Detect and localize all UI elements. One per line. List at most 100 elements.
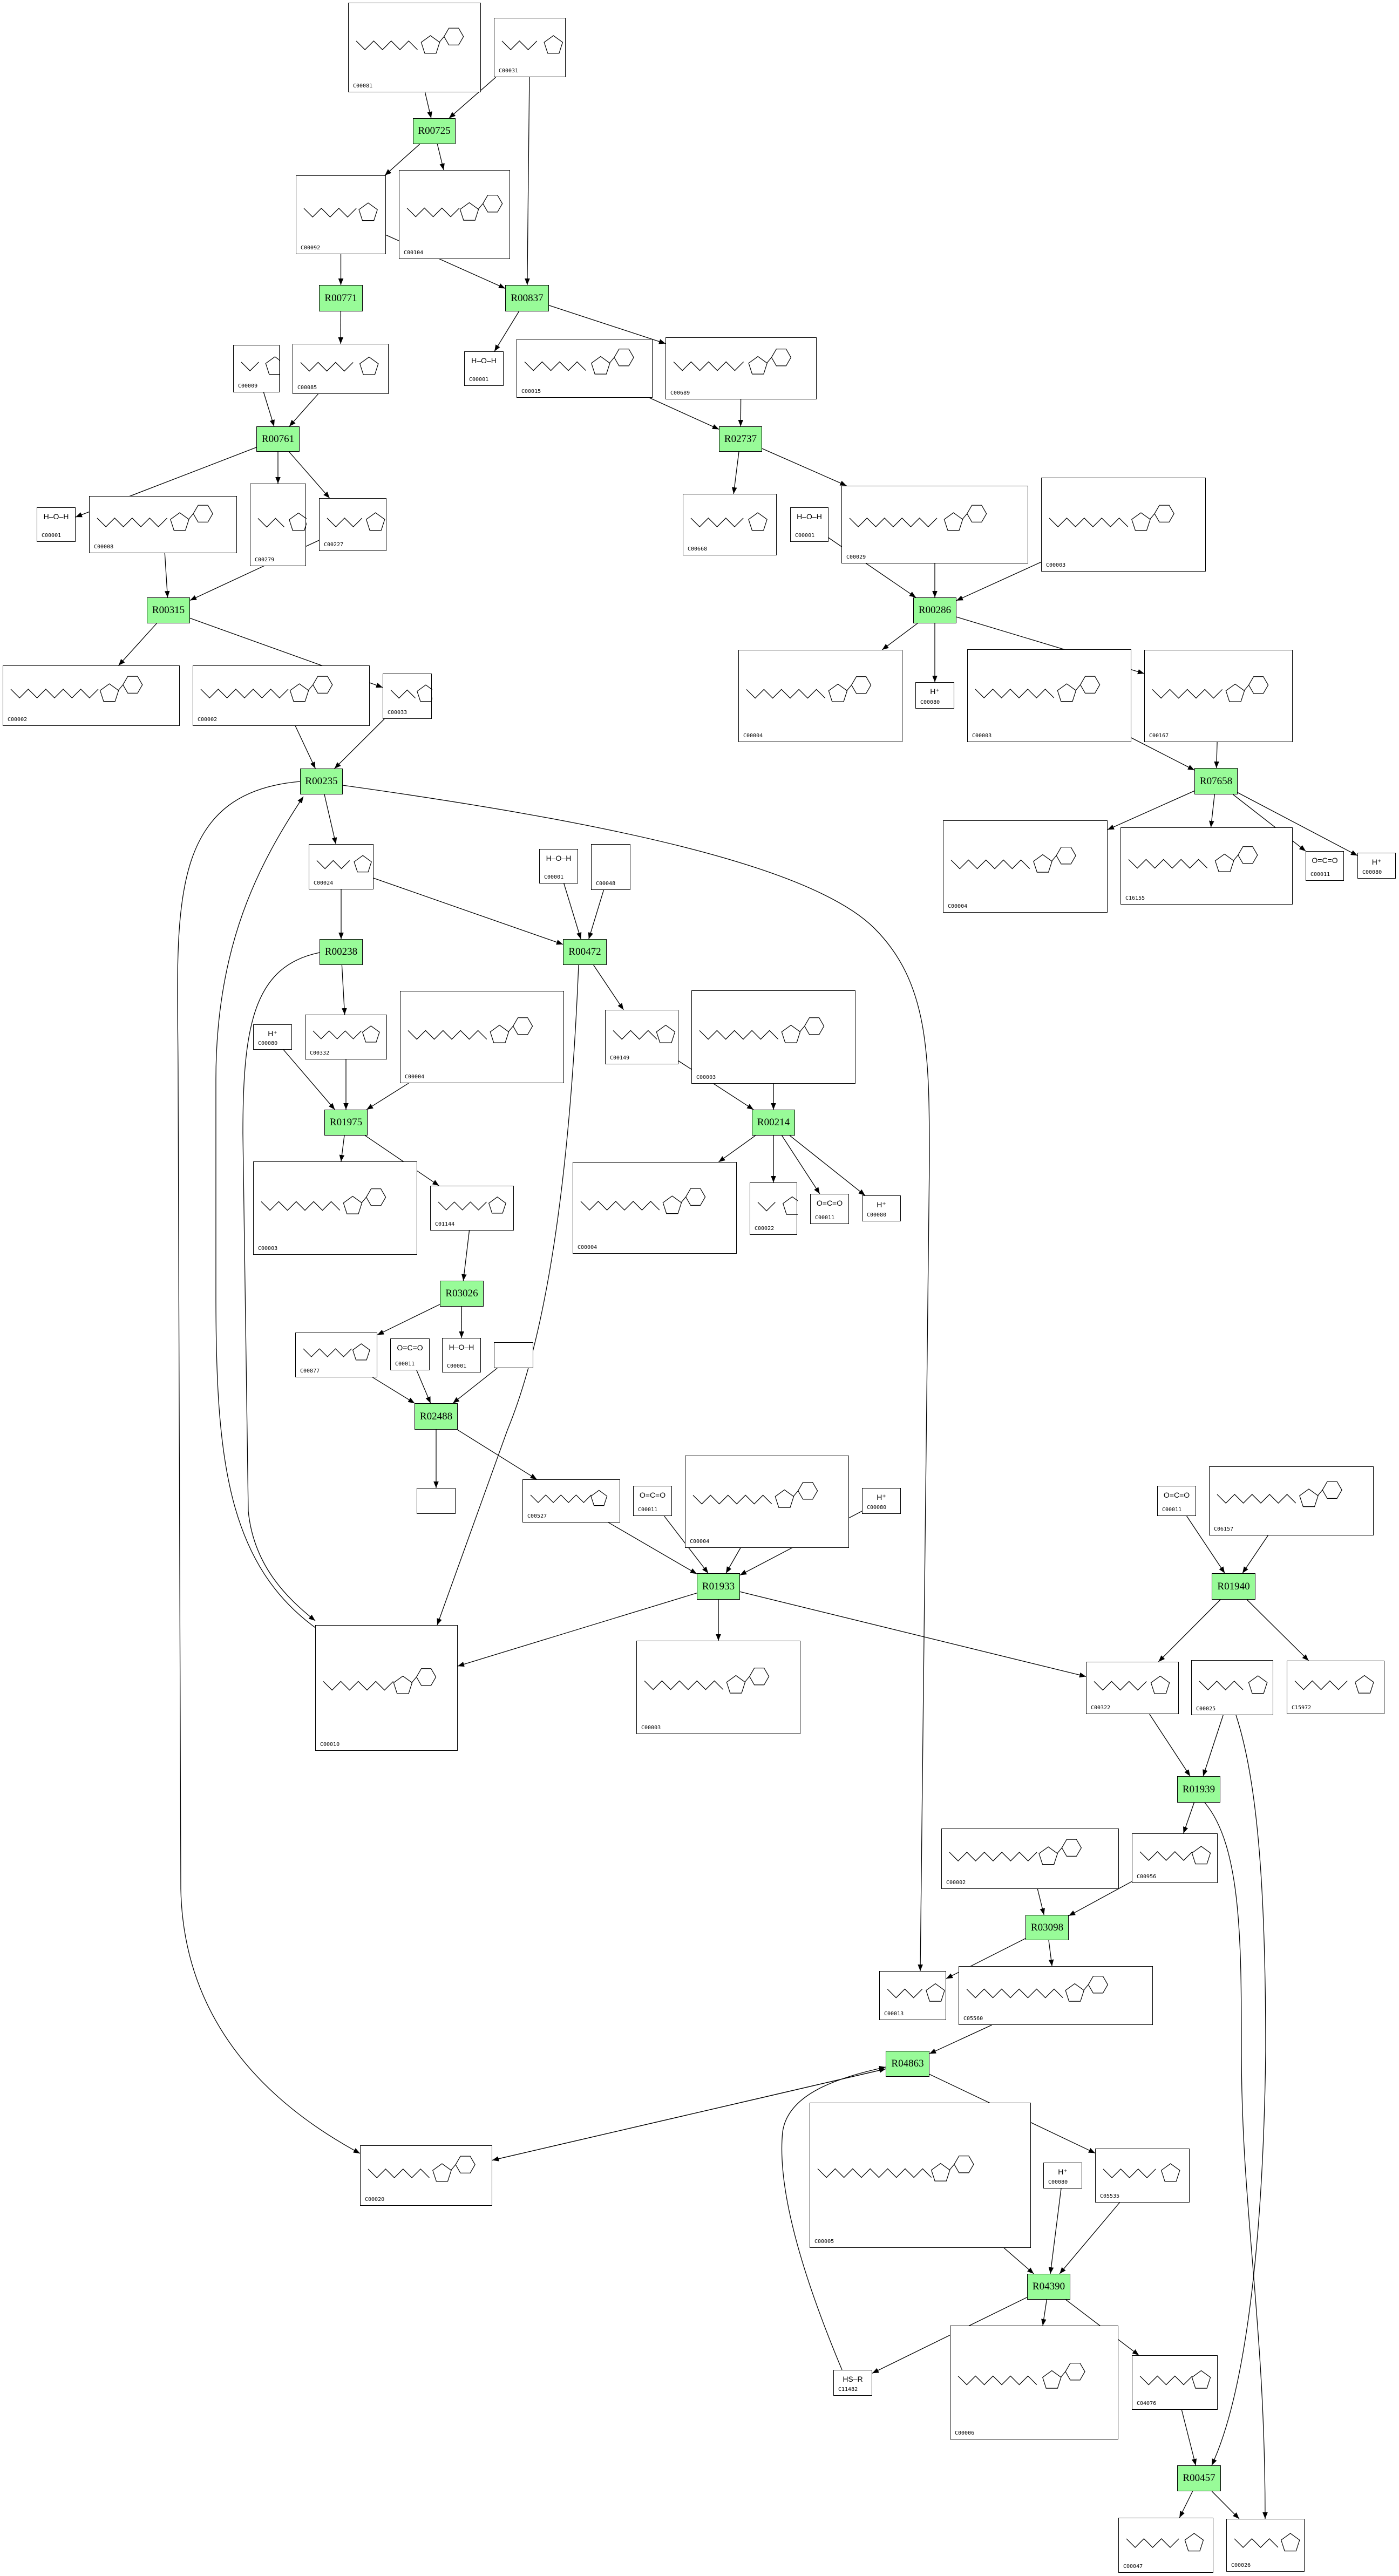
compound-node-c05560[interactable]: C05560 [959,1966,1153,2025]
reaction-node-r00771[interactable]: R00771 [319,285,363,311]
compound-node-c00003[interactable]: C00003 [1041,478,1206,572]
compound-node-c00003[interactable]: C00003 [253,1161,417,1255]
compound-node-c00322[interactable]: C00322 [1086,1662,1179,1714]
compound-node-c00877[interactable]: C00877 [295,1333,377,1377]
compound-node-c00025[interactable]: C00025 [1191,1660,1273,1715]
compound-node-c00002[interactable]: C00002 [193,665,370,726]
reaction-id-label: R00214 [757,1117,790,1128]
edge-c00025-to-r01939 [1203,1715,1224,1777]
chemical-structure-drawing [1139,1846,1211,1865]
compound-node-c01144[interactable]: C01144 [430,1186,514,1231]
reaction-node-r02737[interactable]: R02737 [719,426,762,452]
compound-node-c00005[interactable]: C00005 [810,2103,1031,2248]
compound-node-c05535[interactable]: C05535 [1095,2149,1190,2203]
reaction-node-r04390[interactable]: R04390 [1027,2274,1070,2300]
compound-node-c00689[interactable]: C00689 [665,337,817,399]
compound-node-c00013[interactable]: C00013 [879,1971,946,2020]
compound-node-c00149[interactable]: C00149 [605,1010,678,1064]
compound-node-c00004[interactable]: C00004 [943,820,1108,913]
reaction-node-r00837[interactable]: R00837 [505,285,549,311]
compound-node-c00004[interactable]: C00004 [738,650,902,742]
reaction-node-r00235[interactable]: R00235 [300,769,343,794]
compound-node-c00020[interactable]: C00020 [360,2145,492,2206]
compound-id-label: C00149 [610,1055,630,1061]
reaction-node-r00315[interactable]: R00315 [147,597,190,623]
reaction-node-r01940[interactable]: R01940 [1212,1573,1255,1600]
reaction-node-r00238[interactable]: R00238 [320,939,363,965]
compound-node-c00080[interactable]: H⁺C00080 [915,682,954,709]
reaction-node-r02488[interactable]: R02488 [415,1403,458,1430]
compound-node-c00167[interactable]: C00167 [1144,650,1293,742]
compound-node-c00279[interactable]: C00279 [250,484,307,566]
compound-node-c00031[interactable]: C00031 [494,18,566,77]
reaction-node-r00286[interactable]: R00286 [913,597,956,623]
compound-node-c00008[interactable]: C00008 [89,496,237,553]
compound-node-c00080[interactable]: H⁺C00080 [1357,853,1396,879]
compound-node-c00002[interactable]: C00002 [941,1829,1119,1889]
reaction-id-label: R01939 [1182,1783,1215,1795]
empty-compound-node[interactable] [494,1342,533,1368]
compound-node-c04076[interactable]: C04076 [1132,2355,1218,2410]
reaction-node-r00725[interactable]: R00725 [413,118,456,144]
compound-node-c00668[interactable]: C00668 [683,494,777,555]
reaction-node-r03026[interactable]: R03026 [440,1281,484,1307]
compound-node-c00080[interactable]: H⁺C00080 [862,1195,901,1221]
reaction-node-r01975[interactable]: R01975 [324,1110,368,1136]
compound-node-c00104[interactable]: C00104 [399,170,510,259]
compound-node-c00009[interactable]: C00009 [233,345,280,392]
edge-c00085-to-r00761 [289,393,318,427]
compound-node-c00003[interactable]: C00003 [691,990,855,1084]
compound-node-c00080[interactable]: H⁺C00080 [862,1488,901,1514]
compound-node-c00002[interactable]: C00002 [3,665,180,726]
compound-node-c00092[interactable]: C00092 [296,175,386,254]
compound-node-c00048[interactable]: C00048 [591,844,630,890]
reaction-node-r01933[interactable]: R01933 [697,1573,740,1600]
compound-node-c00004[interactable]: C00004 [400,991,564,1083]
reaction-node-r07658[interactable]: R07658 [1194,768,1238,794]
compound-node-c00006[interactable]: C00006 [950,2326,1118,2439]
reaction-node-r00761[interactable]: R00761 [256,426,300,452]
compound-node-c00227[interactable]: C00227 [319,498,386,551]
compound-node-c00332[interactable]: C00332 [305,1015,387,1059]
compound-node-c06157[interactable]: C06157 [1209,1466,1374,1535]
compound-node-c00026[interactable]: C00026 [1226,2519,1305,2572]
reaction-node-r01939[interactable]: R01939 [1177,1776,1220,1803]
compound-node-c00527[interactable]: C00527 [522,1479,620,1523]
reaction-node-r00457[interactable]: R00457 [1177,2465,1221,2491]
compound-node-c00033[interactable]: C00033 [383,674,432,719]
compound-node-c00004[interactable]: C00004 [573,1162,737,1254]
empty-compound-node[interactable] [417,1488,456,1514]
compound-node-c00080[interactable]: H⁺C00080 [1043,2163,1082,2188]
reaction-node-r04863[interactable]: R04863 [886,2051,929,2077]
reaction-node-r03098[interactable]: R03098 [1026,1915,1069,1940]
reaction-node-r00472[interactable]: R00472 [563,939,607,965]
compound-node-c00047[interactable]: C00047 [1118,2518,1213,2573]
compound-node-c00015[interactable]: C00015 [517,339,653,398]
compound-node-c00022[interactable]: C00022 [750,1182,798,1235]
edge-c01144-to-r03026 [461,1230,470,1281]
compound-node-c00085[interactable]: C00085 [293,344,389,394]
compound-node-c00024[interactable]: C00024 [309,844,373,889]
compound-node-c00956[interactable]: C00956 [1132,1833,1218,1883]
compound-node-c00003[interactable]: C00003 [967,649,1131,742]
compound-node-c00003[interactable]: C00003 [636,1641,800,1734]
compound-node-c00080[interactable]: H⁺C00080 [253,1024,292,1050]
compound-node-c00081[interactable]: C00081 [348,3,481,92]
reaction-node-r00214[interactable]: R00214 [752,1110,795,1136]
compound-node-c00010[interactable]: C00010 [315,1625,458,1751]
compound-node-c00029[interactable]: C00029 [841,486,1028,563]
compound-node-c00004[interactable]: C00004 [685,1456,849,1548]
compound-node-c15972[interactable]: C15972 [1287,1661,1384,1714]
compound-node-c16155[interactable]: C16155 [1120,827,1293,905]
